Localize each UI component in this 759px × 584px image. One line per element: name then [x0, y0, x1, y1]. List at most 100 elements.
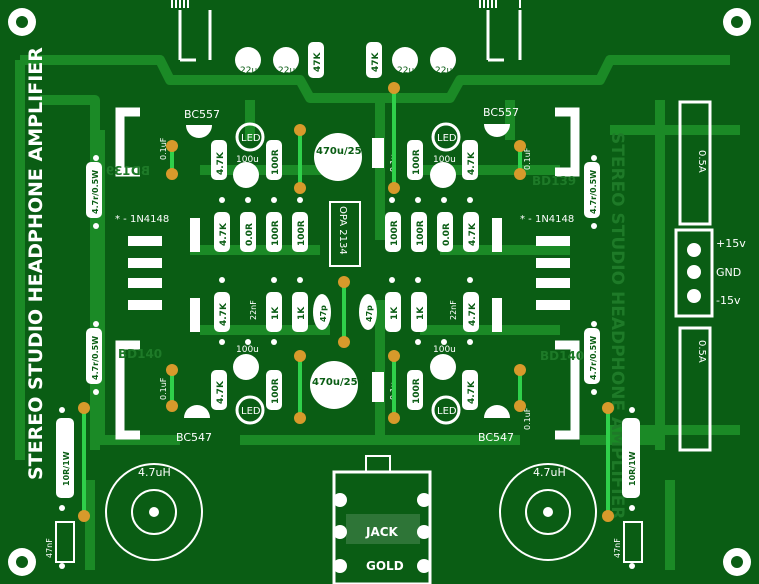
- cap-22u-label: 22u: [240, 66, 257, 76]
- diode: [536, 300, 570, 310]
- res-4k7-label: 4.7K: [468, 222, 478, 246]
- res-100r-label: 100R: [416, 220, 426, 246]
- cap-100u-label: 100u: [236, 345, 259, 355]
- bd140-label: BD140: [118, 347, 162, 361]
- res-1k-label: 1K: [390, 306, 400, 320]
- res-100r-label: 100R: [297, 220, 307, 246]
- heatsink-bd139-left: [115, 107, 140, 177]
- res-100r-label: 100R: [390, 220, 400, 246]
- cap-01uf-label: 0.1uF: [159, 137, 168, 160]
- diode: [492, 218, 502, 252]
- power-terminal: +15v GND -15v: [674, 228, 746, 318]
- heatsink-bd140-left: [115, 340, 140, 440]
- led-label: LED: [241, 133, 261, 144]
- diode: [190, 298, 200, 332]
- res-4k7-label: 4.7K: [467, 380, 477, 404]
- bd139-label: BD139: [532, 174, 576, 188]
- cap-22u-label: 22u: [278, 66, 295, 76]
- res-100r-label: 100R: [412, 378, 422, 404]
- main-caps: 470u/25V 470u/25V: [310, 133, 370, 409]
- leds: LED LED LED LED: [235, 122, 461, 425]
- diode: [128, 278, 162, 288]
- res-47r-label: 4.7r/0.5W: [589, 336, 598, 380]
- cap-01uf-label: 0.1uF: [523, 147, 532, 170]
- cap-47p-label: 47p: [365, 305, 374, 322]
- opamp-ic: OPA 2134: [329, 201, 361, 267]
- minus15-label: -15v: [716, 294, 741, 307]
- res-100r-label: 100R: [271, 378, 281, 404]
- jack-label: JACK: [365, 525, 399, 539]
- bc557-label: BC557: [483, 106, 519, 119]
- mirrored-title: STEREO STUDIO HEADPHONE AMPLIFIER: [607, 132, 627, 519]
- res-47r-label: 4.7r/0.5W: [91, 336, 100, 380]
- res-4k7-label: 4.7K: [216, 380, 226, 404]
- res-10r-label: 10R/1W: [628, 451, 637, 486]
- cap-47p-label: 47p: [319, 305, 328, 322]
- caps-100u: 100u 100u 100u 100u: [233, 155, 456, 380]
- diode: [128, 300, 162, 310]
- inductors: 4.7uH 4.7uH: [105, 463, 597, 561]
- diode: [492, 298, 502, 332]
- resistors: 4.7K 100R 100R 4.7K 4.7K 0.0R 100R 100R …: [56, 140, 640, 498]
- bd139-label: BD139: [106, 164, 150, 178]
- top-connector-left: [171, 0, 212, 62]
- bc557-label: BC557: [184, 108, 220, 121]
- heatsink-bd140-right: [555, 340, 580, 440]
- cap-100u-label: 100u: [433, 155, 456, 165]
- led-label: LED: [437, 406, 457, 417]
- caps-47nf: 47nF 47nF: [45, 521, 643, 563]
- cap-01uf-label: 0.1uF: [159, 377, 168, 400]
- cap-100u-label: 100u: [236, 155, 259, 165]
- top-resistors: 47K 47K: [308, 42, 382, 78]
- pads-orange: [78, 82, 614, 522]
- diode: [536, 278, 570, 288]
- cap-22nf-label: 22nF: [449, 300, 458, 320]
- cap-22nf-label: 22nF: [249, 300, 258, 320]
- cap-47nf-label: 47nF: [45, 538, 54, 558]
- res-4k7-label: 4.7K: [216, 151, 226, 175]
- diode-label-right: * - 1N4148: [520, 214, 574, 225]
- res-0r-label: 0.0R: [245, 223, 255, 246]
- res-4k7-label: 4.7K: [467, 151, 477, 175]
- res-1k-label: 1K: [297, 306, 307, 320]
- diode: [536, 258, 570, 268]
- top-caps: 22u 22u 22u 22u: [235, 47, 456, 76]
- fuses: 0.5A 0.5A: [678, 100, 712, 452]
- gold-label: GOLD: [366, 559, 404, 573]
- res-1k-label: 1K: [271, 306, 281, 320]
- bc547-label: BC547: [176, 431, 212, 444]
- gnd-label: GND: [716, 266, 741, 279]
- res-0r-label: 0.0R: [442, 223, 452, 246]
- res-47k-label: 47K: [371, 51, 381, 72]
- res-47r-label: 4.7r/0.5W: [589, 170, 598, 214]
- plus15-label: +15v: [716, 237, 746, 250]
- jumper-wires: [82, 88, 610, 514]
- res-100r-label: 100R: [271, 220, 281, 246]
- cap-01uf-label: 0.1uF: [523, 407, 532, 430]
- cap-470u-label: 470u/25V: [312, 377, 366, 388]
- res-47r-label: 4.7r/0.5W: [91, 170, 100, 214]
- top-connector-right: [479, 0, 522, 62]
- board-title: STEREO STUDIO HEADPHONE AMPLIFIER: [25, 47, 47, 480]
- bd140-label: BD140: [540, 349, 584, 363]
- vias: [59, 155, 635, 569]
- cap-47nf-label: 47nF: [613, 538, 622, 558]
- heatsink-bd139-right: [555, 107, 580, 177]
- cap-100u-label: 100u: [433, 345, 456, 355]
- diode-label-left: * - 1N4148: [115, 214, 169, 225]
- transistor-bodies: [184, 124, 510, 418]
- bc547-label: BC547: [478, 431, 514, 444]
- fuse-label: 0.5A: [696, 340, 707, 363]
- diodes: [128, 218, 570, 332]
- heatsinks: [115, 107, 580, 440]
- cap-22u-label: 22u: [397, 66, 414, 76]
- res-1k-label: 1K: [416, 306, 426, 320]
- caps-47p: 47p 47p: [313, 294, 377, 330]
- fuse-label: 0.5A: [696, 150, 707, 173]
- res-100r-label: 100R: [412, 149, 422, 175]
- diode: [190, 218, 200, 252]
- res-10r-label: 10R/1W: [62, 451, 71, 486]
- res-100r-label: 100R: [271, 149, 281, 175]
